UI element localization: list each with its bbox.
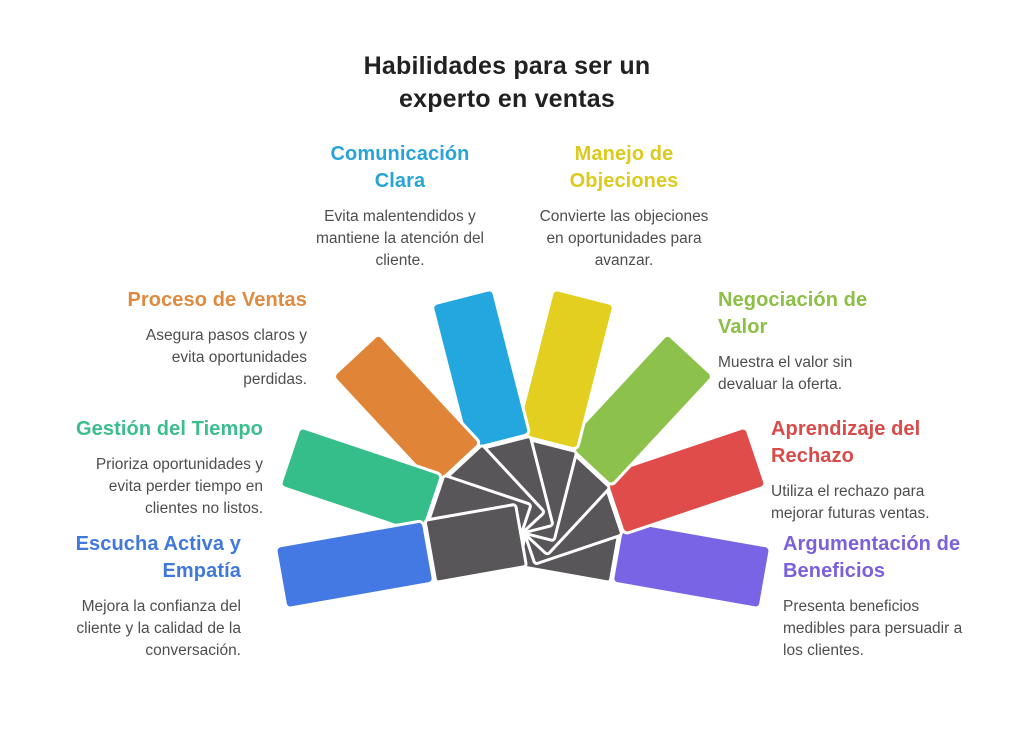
fan-blade-escucha-activa-empatia xyxy=(274,503,528,610)
skill-heading-escucha-activa-empatia: Escucha Activa y Empatía xyxy=(75,533,241,582)
skill-heading-argumentacion-beneficios: Argumentación de Beneficios xyxy=(783,533,961,582)
skill-description-gestion-tiempo: Prioriza oportunidades y evita perder ti… xyxy=(95,456,263,517)
skill-description-manejo-objeciones: Convierte las objeciones en oportunidade… xyxy=(539,208,709,269)
skill-block-comunicacion-clara: Comunicación Clara Evita malentendidos y… xyxy=(290,141,510,272)
skill-block-proceso-ventas: Proceso de Ventas Asegura pasos claros y… xyxy=(77,287,307,391)
skill-heading-proceso-ventas: Proceso de Ventas xyxy=(127,289,307,311)
page-title: Habilidades para ser un experto en venta… xyxy=(363,52,651,113)
skill-block-argumentacion-beneficios: Argumentación de Beneficios Presenta ben… xyxy=(783,531,1024,662)
skill-heading-aprendizaje-rechazo: Aprendizaje del Rechazo xyxy=(771,418,921,467)
skill-heading-manejo-objeciones: Manejo de Objeciones xyxy=(569,143,679,192)
skill-heading-negociacion-valor: Negociación de Valor xyxy=(718,289,868,338)
skill-description-negociacion-valor: Muestra el valor sin devaluar la oferta. xyxy=(718,354,853,393)
fan-diagram xyxy=(274,288,772,610)
skill-description-escucha-activa-empatia: Mejora la confianza del cliente y la cal… xyxy=(76,598,241,659)
skill-heading-comunicacion-clara: Comunicación Clara xyxy=(330,143,470,192)
skill-heading-gestion-tiempo: Gestión del Tiempo xyxy=(75,418,263,440)
skill-description-argumentacion-beneficios: Presenta beneficios medibles para persua… xyxy=(783,598,963,659)
skill-description-proceso-ventas: Asegura pasos claros y evita oportunidad… xyxy=(145,327,307,388)
skill-description-aprendizaje-rechazo: Utiliza el rechazo para mejorar futuras … xyxy=(771,483,930,522)
skill-block-aprendizaje-rechazo: Aprendizaje del Rechazo Utiliza el recha… xyxy=(771,416,1011,525)
skill-block-gestion-tiempo: Gestión del Tiempo Prioriza oportunidade… xyxy=(33,416,263,520)
skill-block-escucha-activa-empatia: Escucha Activa y Empatía Mejora la confi… xyxy=(11,531,241,662)
skill-block-manejo-objeciones: Manejo de Objeciones Convierte las objec… xyxy=(512,141,736,272)
skill-block-negociacion-valor: Negociación de Valor Muestra el valor si… xyxy=(718,287,958,396)
skill-description-comunicacion-clara: Evita malentendidos y mantiene la atenci… xyxy=(315,208,485,269)
